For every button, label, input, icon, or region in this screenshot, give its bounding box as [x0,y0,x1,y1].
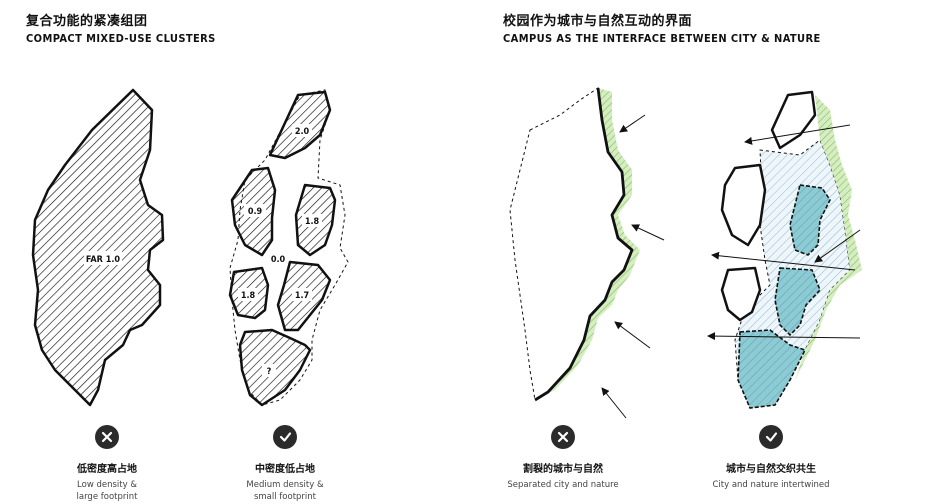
block-label: 0.9 [248,207,263,217]
block-label: 0.0 [271,255,286,265]
diagram-intertwined [707,90,862,409]
block-label: 1.8 [241,291,256,301]
left-title-en: COMPACT MIXED-USE CLUSTERS [26,32,216,45]
block-label: ? [267,367,272,377]
right-title-en: CAMPUS AS THE INTERFACE BETWEEN CITY & N… [503,32,821,45]
caption-intertwined: 城市与自然交织共生 City and nature intertwined [691,460,851,491]
caption-separated: 割裂的城市与自然 Separated city and nature [483,460,643,491]
block-label: 2.0 [295,127,310,137]
caption-zh: 中密度低占地 [255,464,315,475]
caption-zh: 城市与自然交织共生 [726,464,816,475]
block-label: 1.7 [295,291,309,301]
caption-en: Separated city and nature [507,480,619,490]
caption-en: City and nature intertwined [712,480,830,490]
large-block-shape [31,88,165,407]
caption-low-density: 低密度高占地 Low density & large footprint [27,460,187,503]
caption-en-line2: large footprint [76,492,138,502]
far-label: FAR 1.0 [86,255,121,265]
cross-icon [95,425,119,449]
diagram-clusters: 2.0 0.9 1.8 0.0 1.8 1.7 ? [228,89,349,407]
right-title-zh: 校园作为城市与自然互动的界面 [503,14,693,29]
diagram-separated [509,87,665,419]
caption-zh: 低密度高占地 [77,464,137,475]
caption-medium-density: 中密度低占地 Medium density & small footprint [205,460,365,503]
check-icon [759,425,783,449]
diagram-large-block: FAR 1.0 [31,88,165,407]
caption-zh: 割裂的城市与自然 [523,464,603,475]
left-title-zh: 复合功能的紧凑组团 [26,14,148,29]
check-icon [273,425,297,449]
caption-en-line1: Low density & [77,480,137,490]
cross-icon [551,425,575,449]
caption-en-line2: small footprint [253,492,317,502]
block-label: 1.8 [305,217,320,227]
caption-en-line1: Medium density & [246,480,324,490]
